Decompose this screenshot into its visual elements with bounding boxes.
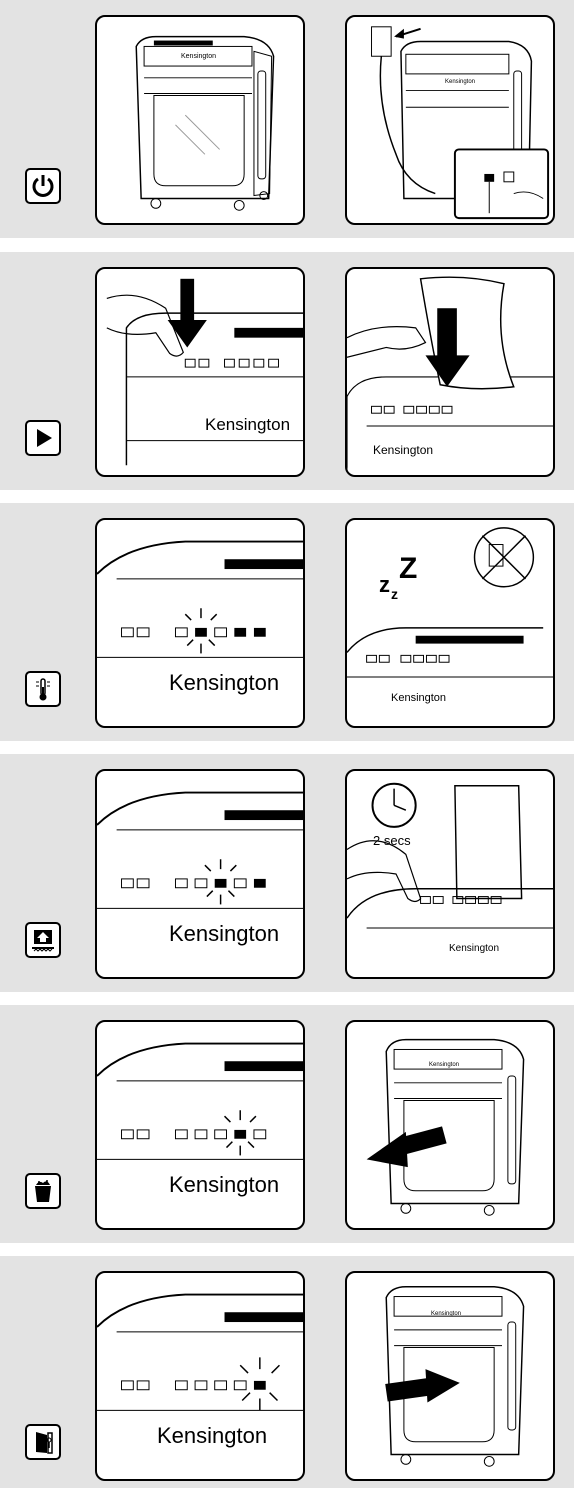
step-row-2: Kensington Kensington [0,252,574,490]
sleep-z-small: z [391,586,398,602]
brand-label: Kensington [449,943,499,954]
timer-label: 2 secs [373,833,411,848]
brand-label: Kensington [431,1311,461,1317]
brand-label: Kensington [445,79,475,85]
brand-label: Kensington [181,53,216,60]
brand-label: Kensington [157,1423,267,1449]
brand-label: Kensington [205,415,290,435]
step-row-6: Kensington Kensington [0,1256,574,1488]
brand-label: Kensington [391,692,446,704]
step-row-3: Kensington Z z z Kensington [0,503,574,741]
bin-full-led-illustration: Kensington [95,1020,305,1230]
step-row-5: Kensington Kensington [0,1005,574,1243]
sleep-z-large: Z [399,552,417,586]
press-start-button-illustration: Kensington [95,267,305,477]
door-open-led-illustration: Kensington [95,1271,305,1481]
brand-label: Kensington [169,670,279,696]
paper-jam-icon [25,922,61,958]
door-open-icon [25,1424,61,1460]
brand-label: Kensington [429,1062,459,1068]
brand-label: Kensington [373,443,433,457]
empty-bin-illustration: Kensington [345,1020,555,1230]
power-icon [25,168,61,204]
brand-label: Kensington [169,921,279,947]
thermometer-icon [25,671,61,707]
paper-jam-led-illustration: Kensington [95,769,305,979]
overheat-led-illustration: Kensington [95,518,305,728]
cool-down-sleep-illustration: Z z z Kensington [345,518,555,728]
insert-paper-illustration: Kensington [345,267,555,477]
plug-in-illustration: Kensington [345,15,555,225]
play-icon [25,420,61,456]
reverse-hold-illustration: 2 secs Kensington [345,769,555,979]
step-row-4: Kensington 2 secs Kensington [0,754,574,992]
close-bin-door-illustration: Kensington [345,1271,555,1481]
brand-label: Kensington [169,1172,279,1198]
step-row-1: Kensington Kensington [0,0,574,238]
bin-full-icon [25,1173,61,1209]
shredder-front-illustration: Kensington [95,15,305,225]
sleep-z-medium: z [379,572,390,598]
